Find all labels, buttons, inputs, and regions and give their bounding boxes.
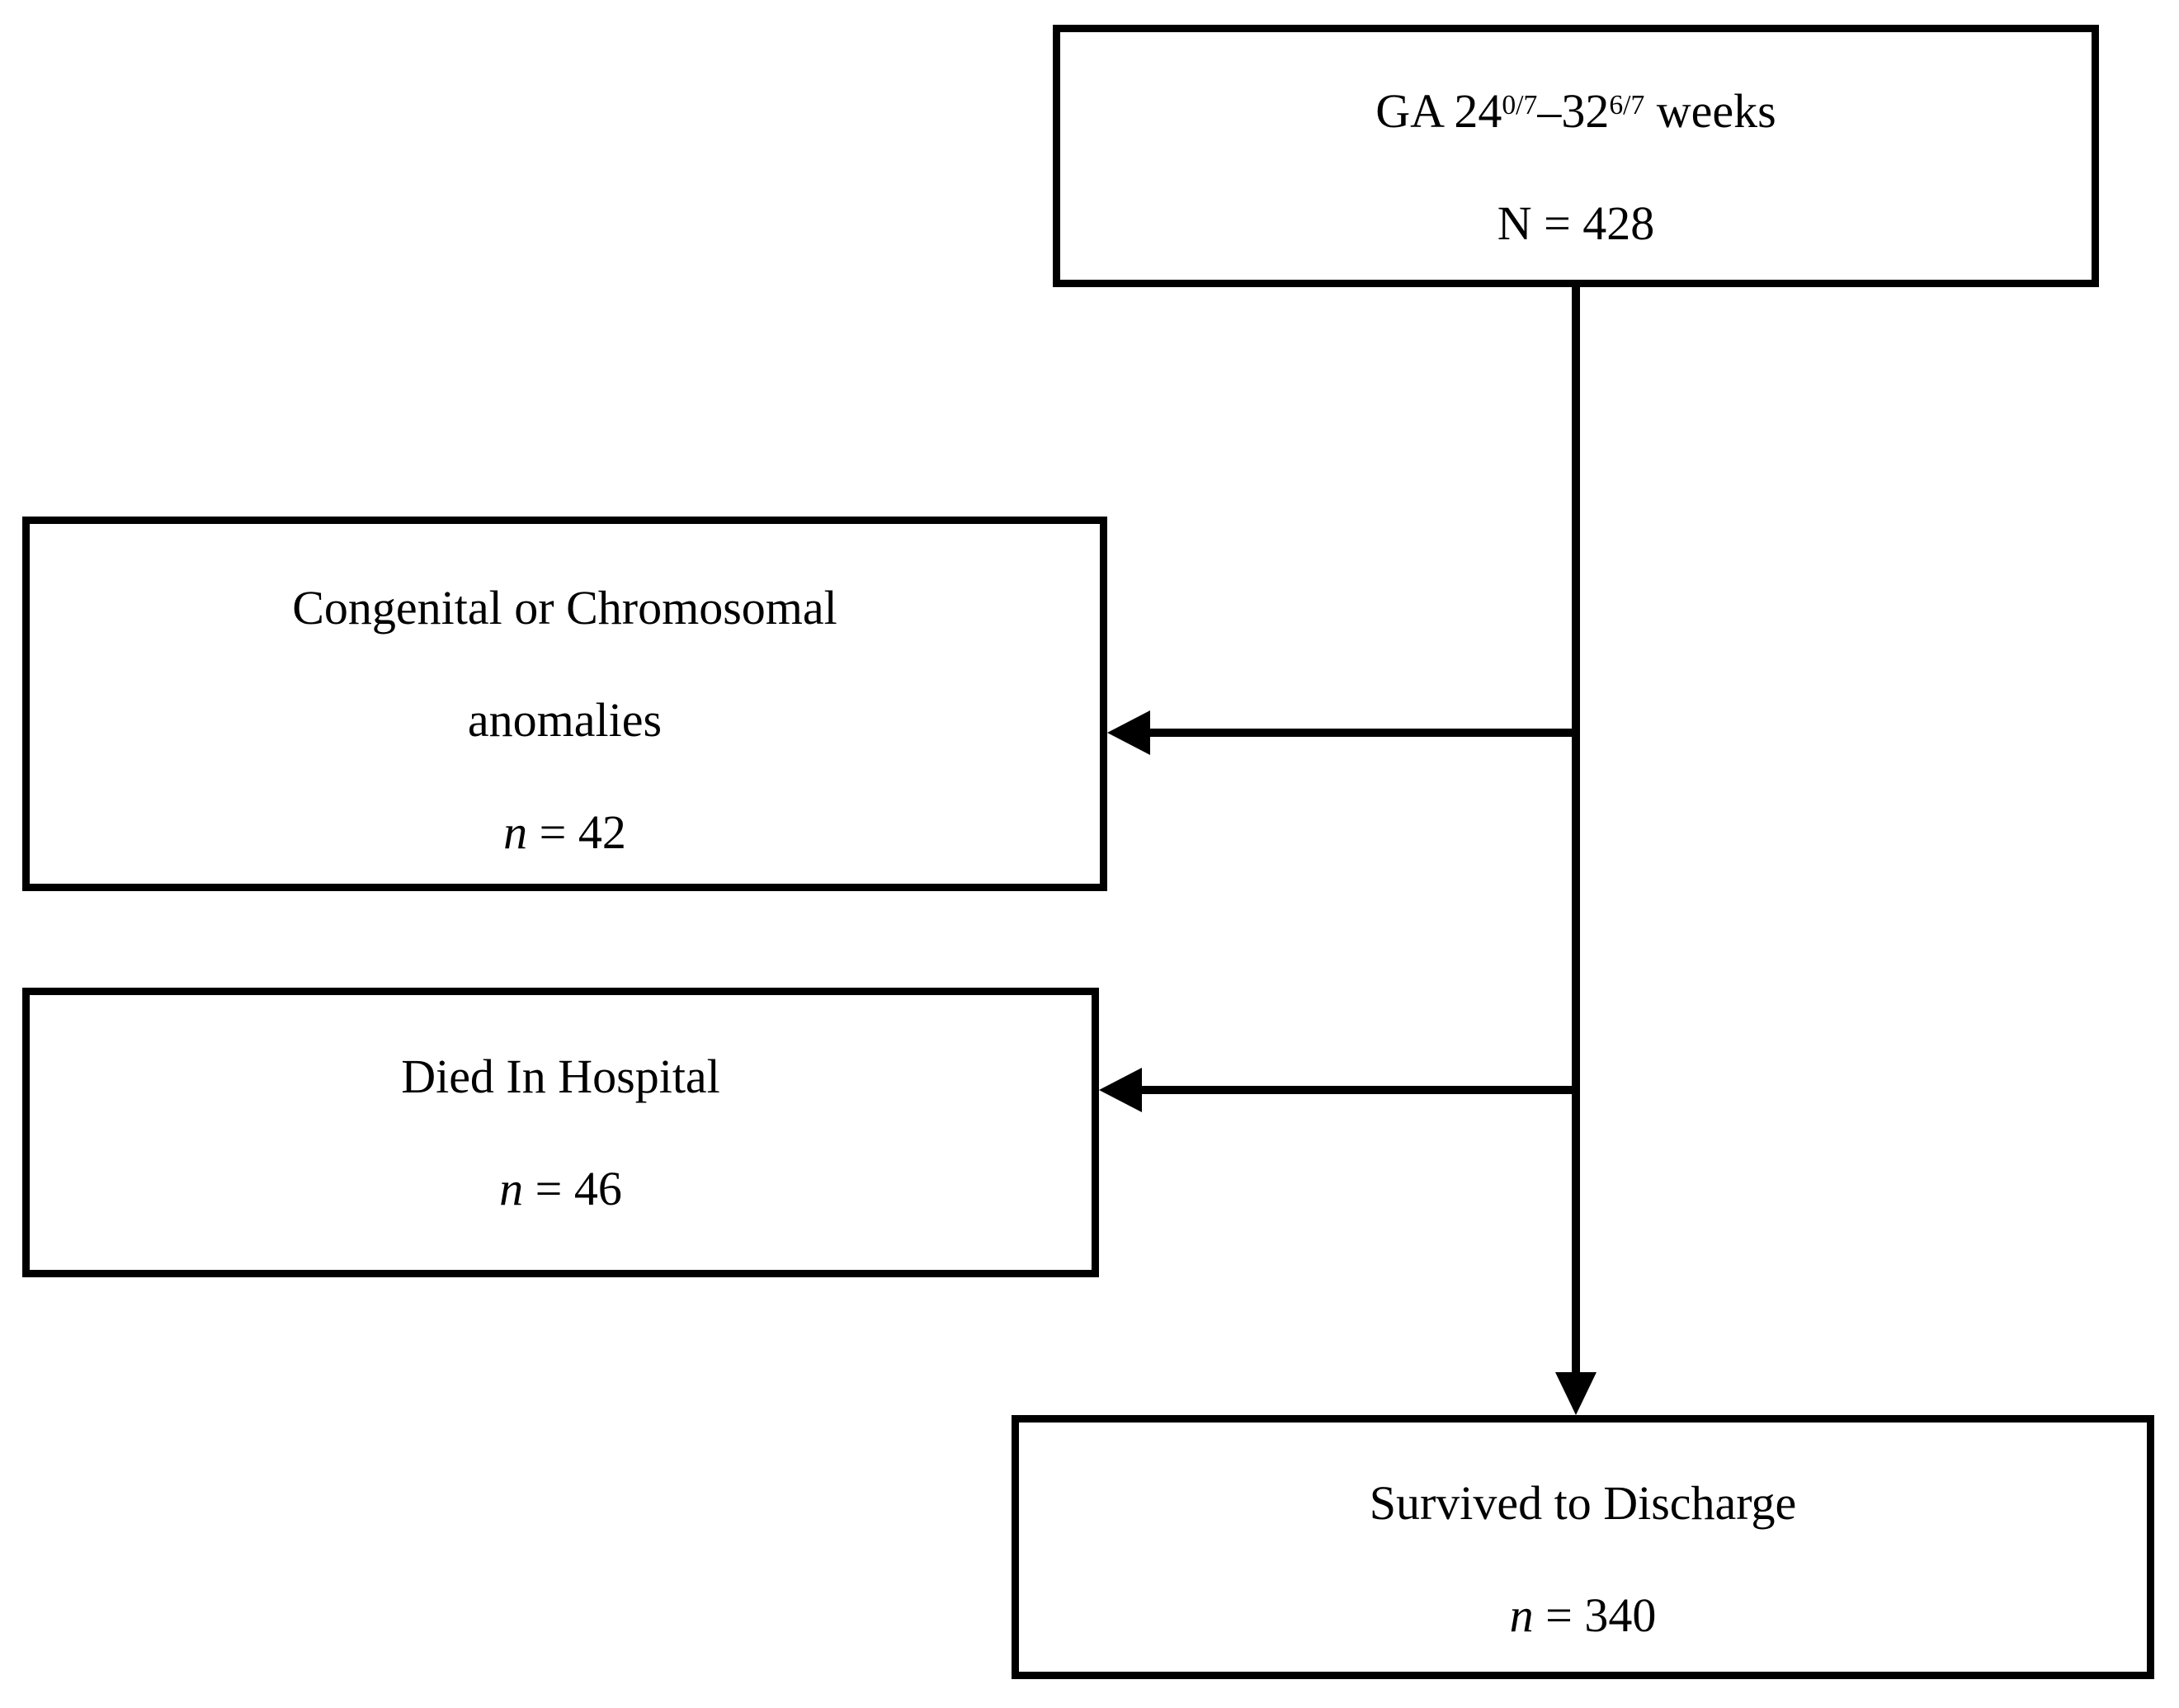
- died-n-symbol: n: [499, 1161, 524, 1215]
- anomalies-count-text: n = 42: [503, 809, 626, 856]
- cohort-count-text: N = 428: [1497, 196, 1655, 250]
- survived-n-symbol: n: [1509, 1588, 1534, 1642]
- ga-range-suffix: weeks: [1644, 84, 1776, 138]
- ga-superscript-0-7: 0/7: [1502, 89, 1538, 120]
- connector-vertical-trunk-line: [1572, 287, 1580, 1378]
- anomalies-title-line1: Congenital or Chromosomal: [292, 581, 837, 635]
- survived-n-value: = 340: [1533, 1588, 1657, 1642]
- died-n-value: = 46: [523, 1161, 622, 1215]
- survived-title-text: Survived to Discharge: [1369, 1476, 1797, 1530]
- left-arrowhead-anomalies-icon: [1107, 710, 1150, 755]
- ga-range-prefix: GA 24: [1375, 84, 1502, 138]
- died-title-text: Died In Hospital: [401, 1049, 720, 1103]
- ga-range-dash: –: [1537, 84, 1562, 138]
- anomalies-n-symbol: n: [503, 805, 528, 859]
- died-count-text: n = 46: [499, 1161, 622, 1215]
- box-died-in-hospital: Died In Hospital n = 46: [22, 988, 1099, 1277]
- ga-superscript-6-7: 6/7: [1609, 89, 1645, 120]
- ga-range-text: GA 240/7–326/7 weeks: [1375, 87, 1776, 135]
- down-arrowhead-survived-icon: [1555, 1372, 1597, 1415]
- ga-range-mid: 32: [1561, 84, 1610, 138]
- left-arrowhead-died-icon: [1099, 1068, 1142, 1112]
- box-ga-cohort: GA 240/7–326/7 weeks N = 428: [1053, 25, 2099, 287]
- survived-count-text: n = 340: [1510, 1592, 1657, 1640]
- box-survived-discharge: Survived to Discharge n = 340: [1012, 1415, 2154, 1679]
- connector-died-branch-line: [1139, 1086, 1580, 1094]
- anomalies-n-value: = 42: [527, 805, 626, 859]
- anomalies-title-line2: anomalies: [467, 693, 663, 747]
- box-congenital-anomalies: Congenital or Chromosomal anomalies n = …: [22, 517, 1107, 891]
- connector-anomalies-branch-line: [1147, 729, 1580, 737]
